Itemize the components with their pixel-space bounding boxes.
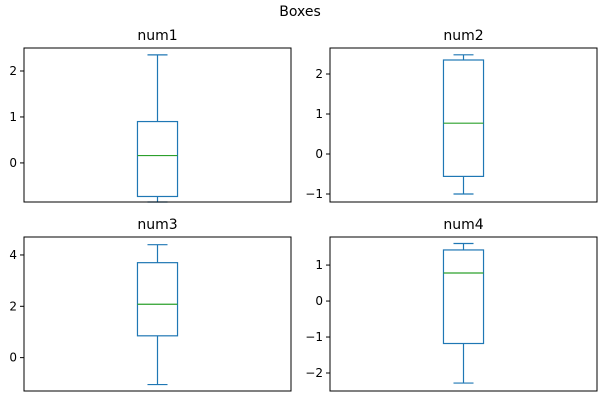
y-tick-label: 0 <box>315 294 323 308</box>
y-tick-label: −2 <box>305 366 323 380</box>
axes-frame <box>23 47 292 203</box>
axes-frame <box>329 47 598 203</box>
box-body <box>136 120 179 198</box>
y-tick-label: 0 <box>9 156 17 170</box>
axes-frame <box>329 236 598 392</box>
panel-title: num2 <box>443 28 483 44</box>
y-tick-label: 1 <box>9 110 17 124</box>
y-tick-label: 2 <box>9 64 17 78</box>
panel-4: num4 −2 −1 0 1 <box>305 217 598 392</box>
box-body <box>442 59 485 178</box>
y-tick-label: 4 <box>9 248 17 262</box>
panel-2: num2 −1 0 1 2 <box>305 28 598 203</box>
y-tick-label: −1 <box>305 187 323 201</box>
y-tick-label: 2 <box>315 67 323 81</box>
panel-title: num4 <box>443 217 483 233</box>
y-tick-label: 2 <box>9 299 17 313</box>
y-tick-label: 0 <box>315 147 323 161</box>
panels-layer: num1 0 1 2 num2 −1 0 1 2 num3 0 2 4 num4 −2 −1 0 1 <box>9 28 598 392</box>
y-tick-label: 1 <box>315 258 323 272</box>
axes-frame <box>23 236 292 392</box>
box-body <box>442 249 485 345</box>
y-tick-label: −1 <box>305 330 323 344</box>
panel-title: num3 <box>137 217 177 233</box>
figure-title: Boxes <box>279 4 321 20</box>
y-tick-label: 1 <box>315 107 323 121</box>
y-tick-label: 0 <box>9 351 17 365</box>
box-body <box>136 262 179 337</box>
panel-title: num1 <box>137 28 177 44</box>
panel-3: num3 0 2 4 <box>9 217 292 392</box>
panel-1: num1 0 1 2 <box>9 28 292 203</box>
